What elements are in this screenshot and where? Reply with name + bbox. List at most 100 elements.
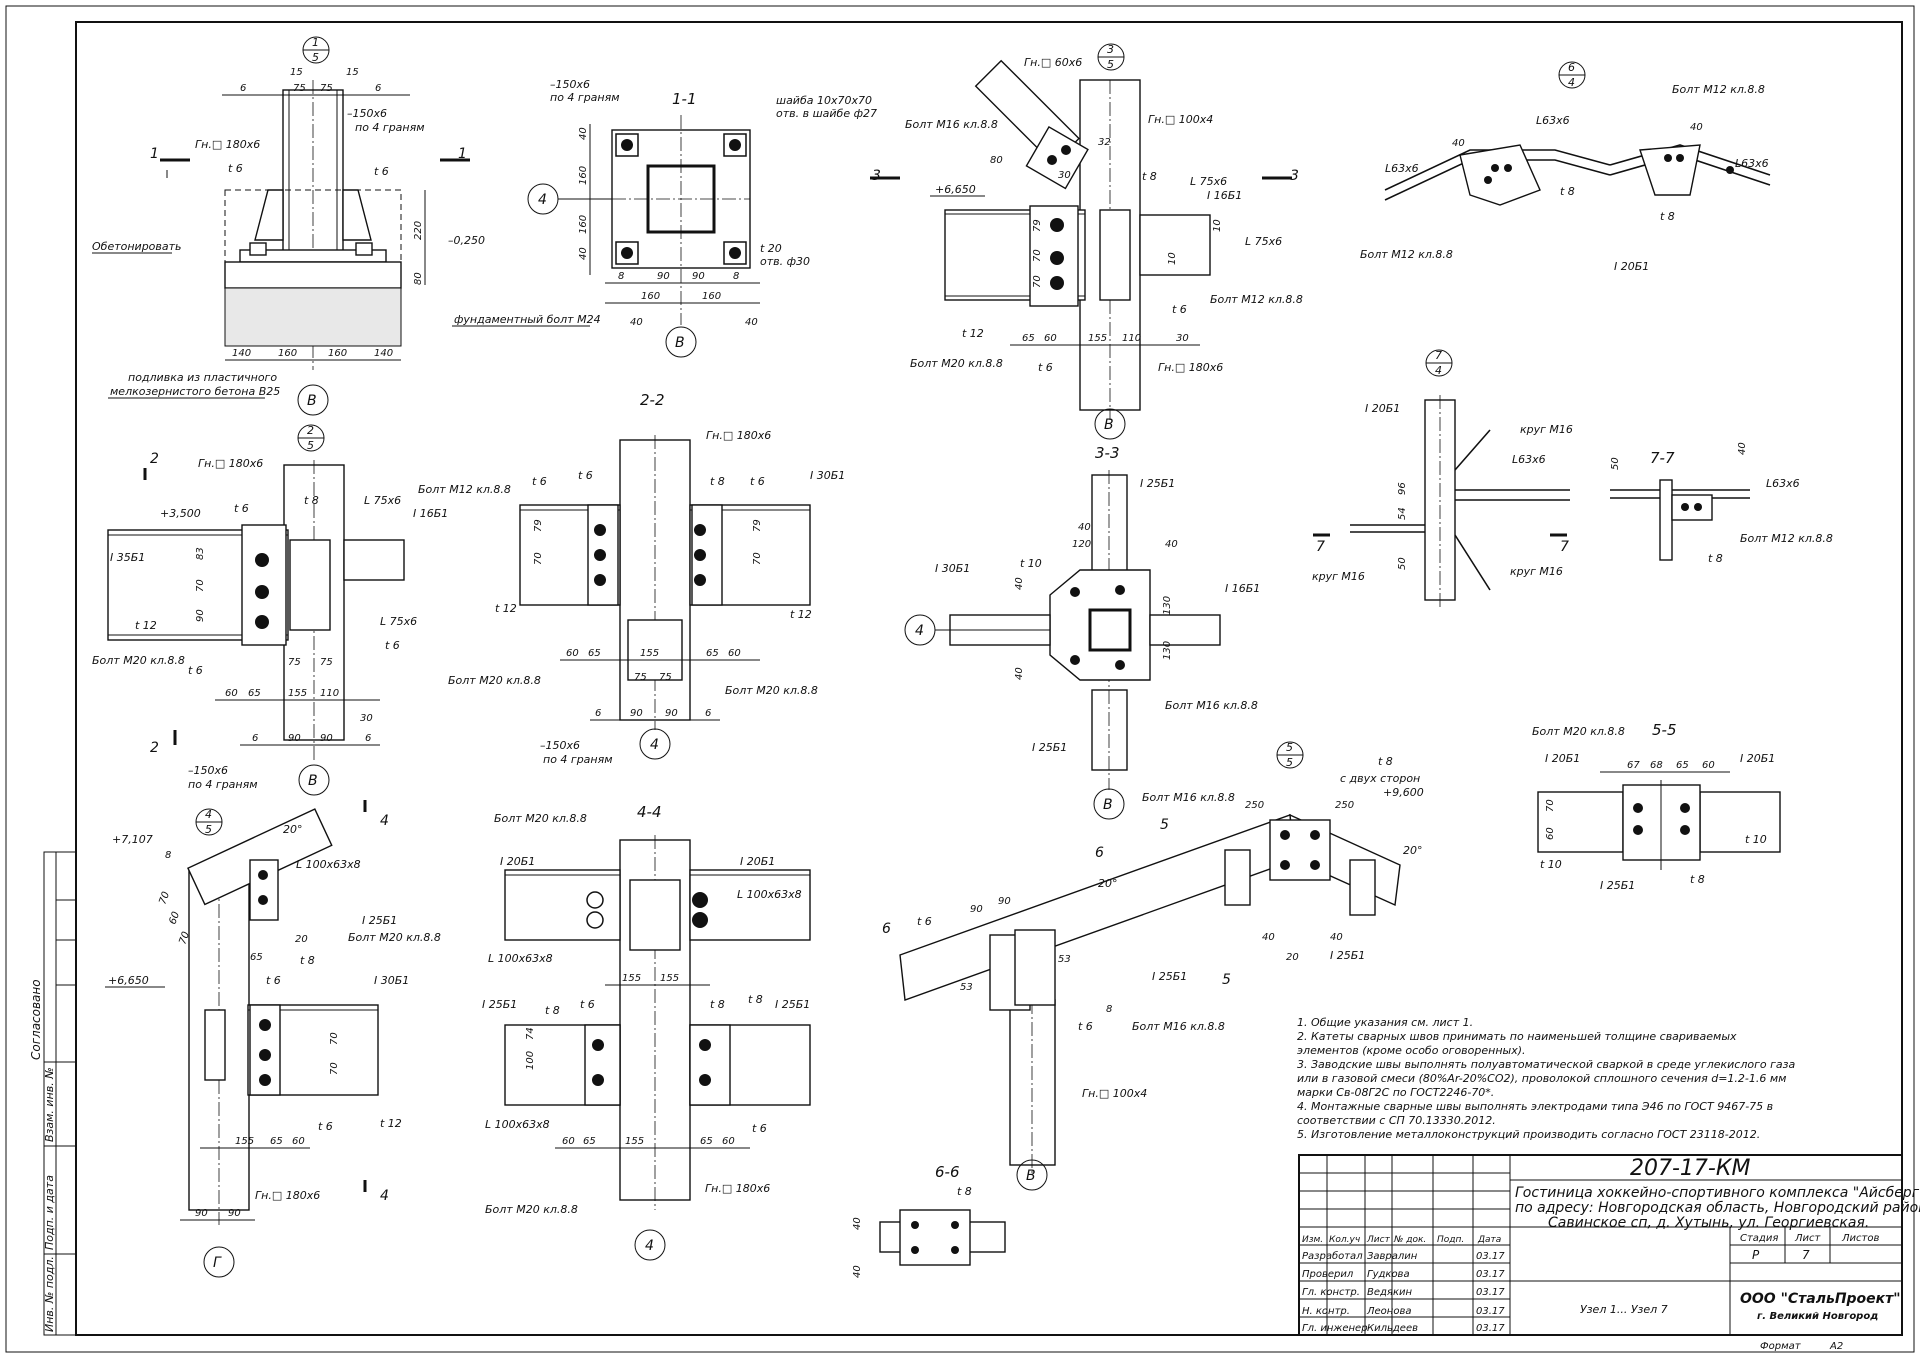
svg-text:t 6: t 6 [318, 1120, 333, 1133]
svg-text:Гн.□ 180х6: Гн.□ 180х6 [706, 429, 771, 442]
svg-text:30: 30 [1176, 333, 1189, 344]
svg-text:3: 3 [872, 168, 881, 184]
svg-text:160: 160 [702, 291, 721, 302]
svg-text:t 12: t 12 [135, 619, 157, 632]
svg-text:Формат: Формат [1760, 1341, 1802, 1352]
svg-text:03.17: 03.17 [1476, 1251, 1505, 1262]
svg-text:65: 65 [1022, 333, 1035, 344]
svg-text:L 100х63х8: L 100х63х8 [485, 1118, 550, 1131]
svg-text:1. Общие указания см. лист 1.: 1. Общие указания см. лист 1. [1297, 1016, 1473, 1029]
svg-text:40: 40 [745, 317, 758, 328]
svg-text:40: 40 [578, 127, 589, 140]
svg-text:03.17: 03.17 [1476, 1306, 1505, 1317]
svg-text:Болт М12 кл.8.8: Болт М12 кл.8.8 [1740, 532, 1833, 545]
svg-text:t 6: t 6 [228, 162, 243, 175]
svg-text:I 16Б1: I 16Б1 [1207, 189, 1242, 202]
svg-text:6: 6 [882, 921, 891, 937]
side-sign-date: Подп. и дата [43, 1175, 56, 1250]
doc-title-line-3: Савинское сп, д. Хутынь, ул. Георгиевска… [1548, 1215, 1869, 1231]
svg-text:20: 20 [295, 934, 308, 945]
svg-text:120: 120 [1072, 539, 1091, 550]
svg-text:t 6: t 6 [578, 469, 593, 482]
svg-text:75: 75 [320, 83, 333, 94]
svg-text:60: 60 [1545, 827, 1556, 840]
svg-text:130: 130 [1162, 641, 1173, 660]
svg-text:83: 83 [195, 547, 206, 560]
svg-text:Подп.: Подп. [1437, 1235, 1464, 1245]
svg-text:t 12: t 12 [962, 327, 984, 340]
svg-text:6: 6 [252, 733, 258, 744]
svg-text:L 75х6: L 75х6 [1190, 175, 1227, 188]
svg-text:с двух сторон: с двух сторон [1340, 772, 1420, 785]
svg-text:Ведякин: Ведякин [1367, 1287, 1412, 1298]
sheet-name: Узел 1... Узел 7 [1580, 1303, 1668, 1316]
svg-text:t 8: t 8 [300, 954, 315, 967]
svg-text:70: 70 [1032, 249, 1043, 262]
svg-text:60: 60 [1044, 333, 1057, 344]
svg-text:Болт М20 кл.8.8: Болт М20 кл.8.8 [910, 357, 1003, 370]
svg-text:+7,107: +7,107 [112, 833, 153, 846]
svg-text:03.17: 03.17 [1476, 1323, 1505, 1334]
svg-text:60: 60 [225, 688, 238, 699]
svg-text:4: 4 [1568, 76, 1575, 89]
svg-text:90: 90 [657, 271, 670, 282]
svg-text:6: 6 [1095, 845, 1104, 861]
side-inv-replace: Взам. инв. № [43, 1067, 56, 1142]
svg-text:155: 155 [660, 973, 679, 984]
svg-text:90: 90 [320, 733, 333, 744]
svg-text:Изм.: Изм. [1302, 1235, 1323, 1245]
svg-text:t 6: t 6 [532, 475, 547, 488]
svg-text:220: 220 [413, 221, 424, 240]
svg-text:L 75х6: L 75х6 [380, 615, 417, 628]
svg-text:7: 7 [1560, 539, 1569, 555]
svg-text:Гн.□ 180х6: Гн.□ 180х6 [195, 138, 260, 151]
svg-text:В: В [1104, 417, 1114, 433]
svg-text:03.17: 03.17 [1476, 1287, 1505, 1298]
svg-text:Гл. инженер: Гл. инженер [1302, 1323, 1368, 1334]
svg-text:6: 6 [705, 708, 711, 719]
outer-border [5, 5, 1915, 1353]
svg-text:140: 140 [374, 348, 393, 359]
svg-text:–0,250: –0,250 [448, 234, 485, 247]
svg-text:40: 40 [1452, 138, 1465, 149]
svg-text:или в газовой смеси (80%Ar-20%: или в газовой смеси (80%Ar-20%CO2), пров… [1297, 1072, 1786, 1085]
company-city: г. Великий Новгород [1757, 1311, 1878, 1322]
svg-text:Болт М16 кл.8.8: Болт М16 кл.8.8 [905, 118, 998, 131]
svg-text:Гудкова: Гудкова [1367, 1269, 1410, 1280]
svg-text:Гн.□ 100х4: Гн.□ 100х4 [1148, 113, 1213, 126]
svg-text:шайба 10х70х70: шайба 10х70х70 [776, 94, 872, 107]
svg-text:t 6: t 6 [385, 639, 400, 652]
svg-text:90: 90 [228, 1208, 241, 1219]
svg-text:8: 8 [1106, 1004, 1112, 1015]
svg-text:L63х6: L63х6 [1766, 477, 1800, 490]
svg-text:I 25Б1: I 25Б1 [1140, 477, 1175, 490]
svg-text:74: 74 [525, 1027, 536, 1040]
svg-text:20: 20 [1286, 952, 1299, 963]
svg-text:соответствии с СП 70.13330.201: соответствии с СП 70.13330.2012. [1297, 1114, 1496, 1127]
svg-text:подливка из пластичного: подливка из пластичного [128, 371, 277, 384]
svg-text:90: 90 [665, 708, 678, 719]
side-agreed: Согласовано [29, 979, 43, 1060]
side-stamp: Согласовано Взам. инв. № Подп. и дата Ин… [29, 851, 77, 1336]
svg-text:Болт М12 кл.8.8: Болт М12 кл.8.8 [418, 483, 511, 496]
svg-text:250: 250 [1245, 800, 1264, 811]
svg-text:L63х6: L63х6 [1385, 162, 1419, 175]
svg-text:Гн.□ 180х6: Гн.□ 180х6 [1158, 361, 1223, 374]
svg-text:Г: Г [213, 1255, 222, 1271]
svg-text:круг М16: круг М16 [1520, 423, 1573, 436]
svg-text:Лист: Лист [1366, 1235, 1391, 1245]
side-inv-orig: Инв. № подл. [43, 1256, 56, 1332]
svg-text:100: 100 [525, 1051, 536, 1070]
svg-text:t 6: t 6 [234, 502, 249, 515]
svg-text:4: 4 [380, 1188, 389, 1204]
svg-text:65: 65 [1676, 760, 1689, 771]
svg-text:65: 65 [250, 952, 263, 963]
svg-text:110: 110 [1122, 333, 1141, 344]
svg-text:I 20Б1: I 20Б1 [1545, 752, 1580, 765]
svg-text:I 20Б1: I 20Б1 [1365, 402, 1400, 415]
svg-text:3. Заводские швы выполнять пол: 3. Заводские швы выполнять полуавтоматич… [1297, 1058, 1795, 1071]
svg-text:t 10: t 10 [1745, 833, 1767, 846]
svg-text:I 25Б1: I 25Б1 [1600, 879, 1635, 892]
svg-text:5. Изготовление металлоконстру: 5. Изготовление металлоконструкций произ… [1297, 1128, 1760, 1141]
svg-text:79: 79 [1032, 219, 1043, 232]
